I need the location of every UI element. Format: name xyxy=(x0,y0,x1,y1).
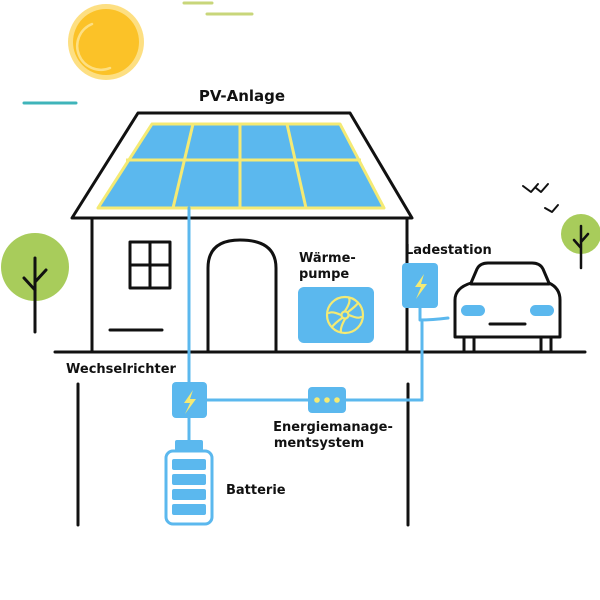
tree-icon xyxy=(561,214,600,270)
label-charging-station: Ladestation xyxy=(405,243,492,258)
solar-panel-icon xyxy=(96,122,386,210)
bird-icon xyxy=(522,183,559,213)
label-battery: Batterie xyxy=(226,483,286,498)
heat-pump xyxy=(298,287,374,343)
lightning-bolt-icon xyxy=(184,390,196,414)
fan-icon xyxy=(325,295,365,335)
sky-lines xyxy=(22,1,254,105)
roof xyxy=(70,111,414,220)
battery-icon xyxy=(164,440,214,526)
label-ems-line1: Energiemanage- xyxy=(273,420,393,435)
tree-icon xyxy=(1,233,69,334)
label-pv-anlage: PV-Anlage xyxy=(199,87,285,105)
connection-lines xyxy=(187,206,450,442)
sun-icon xyxy=(68,4,144,80)
car-icon xyxy=(453,261,562,354)
label-heat-pump-line2: pumpe xyxy=(299,267,349,282)
front-door xyxy=(206,238,278,354)
car-headlights xyxy=(461,305,554,316)
house-icon xyxy=(53,111,587,527)
label-heat-pump-line1: Wärme- xyxy=(299,251,356,266)
inverter-icon xyxy=(172,382,207,418)
ems-device-icon xyxy=(308,387,346,413)
label-inverter: Wechselrichter xyxy=(66,362,177,377)
charging-cable xyxy=(418,306,450,322)
charger-icon xyxy=(402,263,438,308)
label-ems-line2: mentsystem xyxy=(274,436,364,451)
